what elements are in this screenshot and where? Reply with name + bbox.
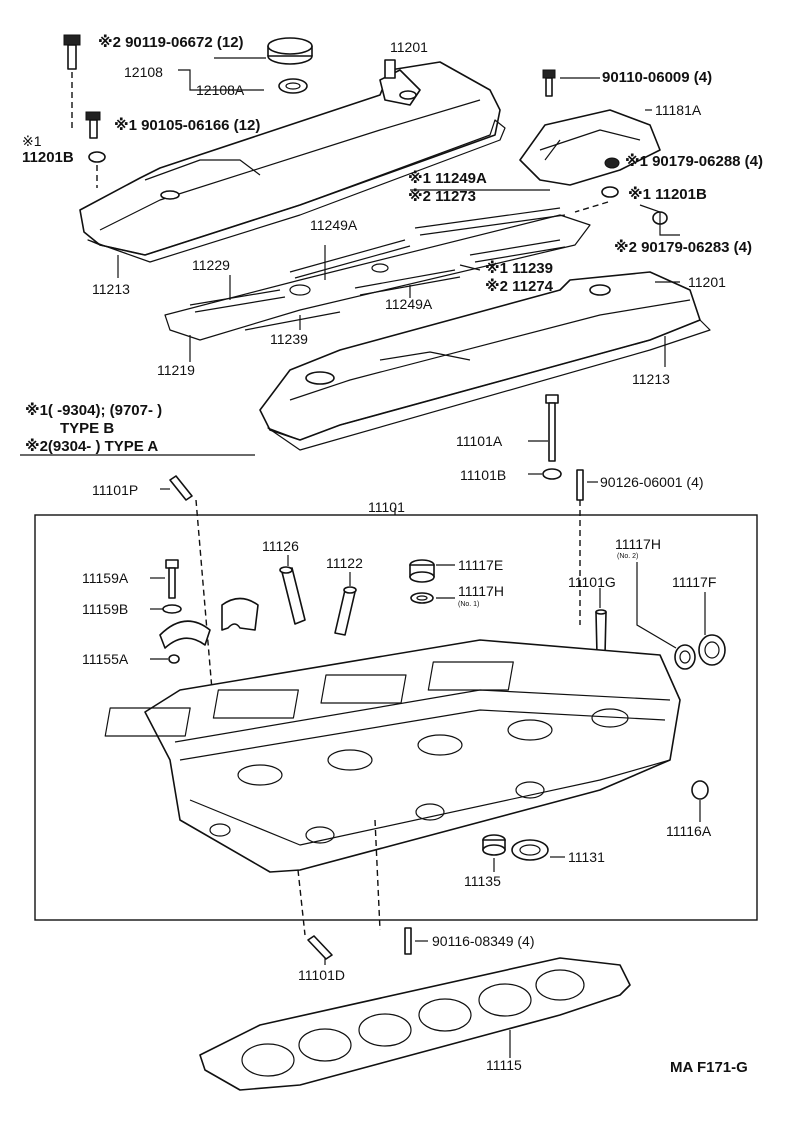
washer-11101B-icon	[542, 468, 562, 480]
label-11159B: 11159B	[82, 601, 128, 617]
label-11273: ※2 11273	[408, 187, 476, 205]
diagram-code: MA F171-G	[670, 1059, 748, 1076]
cylinder-head-assembly-frame	[34, 514, 758, 921]
label-11201-right: 11201	[688, 274, 726, 290]
bolt-90110-icon	[542, 69, 556, 97]
baffle-plates-icon	[189, 189, 566, 331]
label-12108A: 12108A	[196, 82, 245, 98]
label-11213-right: 11213	[632, 371, 670, 387]
label-11201B-right: ※1 11201B	[628, 185, 707, 203]
label-90119: ※2 90119-06672 (12)	[98, 33, 244, 51]
stud-90116-icon	[404, 927, 412, 955]
label-90105: ※1 90105-06166 (12)	[114, 116, 260, 134]
stud-11101G-icon	[595, 609, 607, 656]
label-11201B-left-mark: ※1	[22, 133, 42, 149]
bolt-90105-icon	[85, 111, 101, 139]
label-11117H-no1: 11117H	[458, 583, 504, 599]
plug-11117E-icon	[409, 559, 435, 583]
label-no1: (No. 1)	[458, 601, 479, 608]
label-11229: 11229	[192, 257, 230, 273]
label-11274: ※2 11274	[485, 277, 554, 295]
label-11101D: 11101D	[298, 967, 345, 983]
label-11219: 11219	[157, 362, 195, 378]
stud-11101D-icon	[307, 935, 333, 960]
bolt-11101A-icon	[545, 394, 559, 462]
plug-11116A-icon	[691, 780, 709, 800]
label-11116A: 11116A	[666, 823, 712, 839]
label-11201-top: 11201	[390, 39, 428, 55]
guide-11126-icon	[279, 566, 306, 625]
cover-11181A-icon	[519, 109, 661, 186]
gasket-11213-right-icon	[267, 319, 711, 451]
label-11122: 11122	[326, 555, 363, 571]
label-11126: 11126	[262, 538, 299, 554]
note-type-a: ※2(9304- ) TYPE A	[25, 437, 158, 455]
label-11115: 11115	[486, 1057, 522, 1073]
gasket-11117H-no1-icon	[410, 592, 434, 604]
gasket-11213-left-icon	[87, 119, 506, 263]
valve-cover-11201-left-icon	[79, 59, 501, 256]
label-11239-low: 11239	[270, 331, 308, 347]
label-11101B: 11101B	[460, 467, 506, 483]
stud-90126-icon	[576, 469, 584, 501]
plug-11117F-icon	[698, 634, 726, 666]
note-type-b-range: ※1( -9304); (9707- )	[25, 401, 162, 419]
label-11131: 11131	[568, 849, 605, 865]
label-11213-left: 11213	[92, 281, 130, 297]
label-11101P: 11101P	[92, 482, 138, 498]
nut-90179-06288-icon	[604, 157, 620, 169]
label-11249A-top: 11249A	[310, 217, 358, 233]
stud-11101P-icon	[169, 475, 193, 501]
label-11135: 11135	[464, 873, 501, 889]
note-type-b: TYPE B	[60, 420, 114, 437]
label-90110: 90110-06009 (4)	[602, 69, 712, 86]
grommet-11201B-right-icon	[601, 186, 619, 198]
head-gasket-11115-icon	[199, 957, 631, 1091]
cylinder-head-11101-icon	[104, 639, 681, 873]
label-11239-right: ※1 11239	[485, 259, 553, 277]
oil-cap-12108-icon	[267, 37, 313, 65]
label-11181A: 11181A	[655, 102, 702, 118]
bearing-cap-11155A-icon	[159, 597, 259, 649]
seal-11122-icon	[334, 586, 357, 636]
label-11159A: 11159A	[82, 570, 129, 586]
gasket-11219-icon	[164, 214, 591, 341]
bolt-90119-icon	[63, 34, 81, 70]
label-11101G: 11101G	[568, 574, 616, 590]
seal-11135-icon	[482, 834, 506, 856]
label-11117F: 11117F	[672, 574, 716, 590]
gasket-11117H-no2-icon	[674, 644, 696, 670]
bolt-11159A-icon	[165, 559, 179, 599]
grommet-11201B-left-icon	[88, 151, 106, 163]
label-11117E: 11117E	[458, 557, 503, 573]
seal-11131-icon	[511, 839, 549, 861]
label-90126: 90126-06001 (4)	[600, 474, 704, 490]
label-11117H-no2: 11117H	[615, 536, 661, 552]
label-11155A: 11155A	[82, 651, 129, 667]
label-11101: 11101	[368, 499, 405, 515]
gasket-12108A-icon	[278, 78, 308, 94]
label-12108: 12108	[124, 64, 163, 80]
valve-cover-11201-right-icon	[259, 271, 701, 441]
label-90179-06288: ※1 90179-06288 (4)	[625, 152, 763, 170]
label-90116: 90116-08349 (4)	[432, 933, 534, 949]
label-11201B-left: 11201B	[22, 149, 74, 166]
label-11249A-mid: ※1 11249A	[408, 169, 487, 187]
label-11249A-low: 11249A	[385, 296, 433, 312]
label-11101A: 11101A	[456, 433, 503, 449]
washer-11159B-icon	[162, 604, 182, 614]
label-90179-06283: ※2 90179-06283 (4)	[614, 238, 752, 256]
label-no2: (No. 2)	[617, 553, 638, 560]
